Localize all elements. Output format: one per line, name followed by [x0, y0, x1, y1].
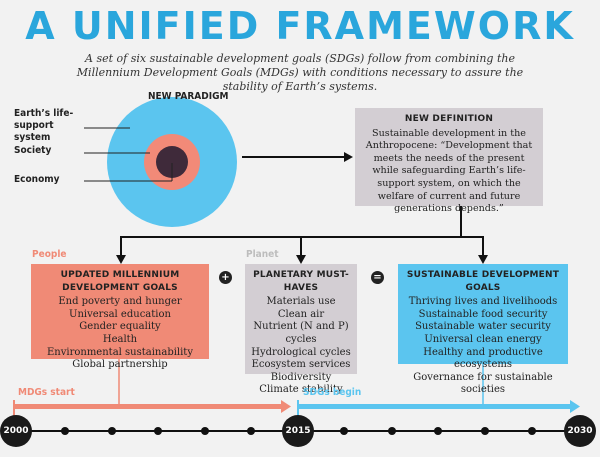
- tick-2020: [388, 427, 396, 435]
- arrowhead-down-2: [296, 255, 306, 264]
- definition-text: Sustainable development in the Anthropoc…: [365, 127, 533, 215]
- mdgs-arrowhead: [281, 400, 291, 413]
- planetary-item: Biodiversity: [270, 371, 332, 383]
- paradigm-heading: NEW PARADIGM: [148, 91, 229, 102]
- sdgs-box: SUSTAINABLE DEVELOPMENT GOALS Thriving l…: [398, 264, 568, 395]
- earth-label: Earth’s life-support system: [14, 108, 74, 143]
- page-title: A UNIFIED FRAMEWORK: [25, 4, 575, 48]
- mdgs-item: Gender equality: [79, 321, 161, 333]
- sdgs-item: Sustainable food security: [418, 308, 548, 320]
- economy-circle: [156, 146, 188, 178]
- planetary-item: Climate stability: [259, 384, 343, 396]
- mdgs-box: UPDATED MILLENNIUM DEVELOPMENT GOALS End…: [31, 264, 209, 370]
- mdgs-start-label: MDGs start: [18, 387, 75, 398]
- sdgs-item: Sustainable water security: [415, 321, 551, 333]
- mdgs-bar: [14, 404, 282, 409]
- planetary-item: Ecosystem services: [251, 359, 351, 371]
- tick-2028: [528, 427, 536, 435]
- planet-tag: Planet: [246, 249, 279, 260]
- mdgs-item: Health: [102, 333, 138, 345]
- planetary-box: PLANETARY MUST-HAVES Materials use Clean…: [245, 264, 357, 395]
- sdgs-item: Governance for sustainable societies: [413, 371, 553, 396]
- sdgs-item: Healthy and productive ecosystems: [423, 346, 543, 371]
- sdgs-heading: SUSTAINABLE DEVELOPMENT GOALS: [406, 270, 560, 293]
- equals-icon: =: [371, 271, 384, 284]
- year-mid-marker: 2015: [282, 415, 314, 447]
- economy-label: Economy: [14, 174, 60, 185]
- mdgs-item: Environmental sustainability: [47, 346, 193, 358]
- people-tag: People: [32, 249, 67, 260]
- mdgs-heading: UPDATED MILLENNIUM DEVELOPMENT GOALS: [60, 270, 180, 293]
- definition-box: NEW DEFINITION Sustainable development i…: [355, 108, 543, 214]
- tick-2004: [108, 427, 116, 435]
- arrowhead-down-3: [478, 255, 488, 264]
- sdgs-bar: [298, 404, 570, 409]
- planetary-item: Hydrological cycles: [251, 346, 351, 358]
- mdgs-item: Global partnership: [72, 359, 168, 371]
- tick-2025: [481, 427, 489, 435]
- sdgs-item: Universal clean energy: [424, 333, 542, 345]
- arrowhead-right: [344, 152, 353, 162]
- mdgs-item: End poverty and hunger: [58, 296, 182, 308]
- year-start-marker: 2000: [0, 415, 32, 447]
- planetary-item: Nutrient (N and P) cycles: [253, 321, 349, 345]
- planetary-item: Materials use: [266, 296, 336, 308]
- tick-2009: [201, 427, 209, 435]
- sdgs-begin-label: SDGs begin: [303, 387, 362, 398]
- tick-2001: [61, 427, 69, 435]
- tick-2022: [434, 427, 442, 435]
- planetary-heading: PLANETARY MUST-HAVES: [253, 270, 349, 293]
- sdgs-arrowhead: [570, 400, 580, 413]
- tick-2017: [340, 427, 348, 435]
- arrowhead-down-1: [116, 255, 126, 264]
- tick-2006: [154, 427, 162, 435]
- mdgs-item: Universal education: [69, 308, 171, 320]
- tick-2012: [247, 427, 255, 435]
- definition-heading: NEW DEFINITION: [404, 114, 494, 124]
- sdgs-item: Thriving lives and livelihoods: [408, 296, 558, 308]
- society-label: Society: [14, 145, 52, 156]
- year-end-marker: 2030: [564, 415, 596, 447]
- subtitle: A set of six sustainable development goa…: [76, 52, 524, 93]
- planetary-item: Clean air: [277, 308, 325, 320]
- plus-icon: +: [219, 271, 232, 284]
